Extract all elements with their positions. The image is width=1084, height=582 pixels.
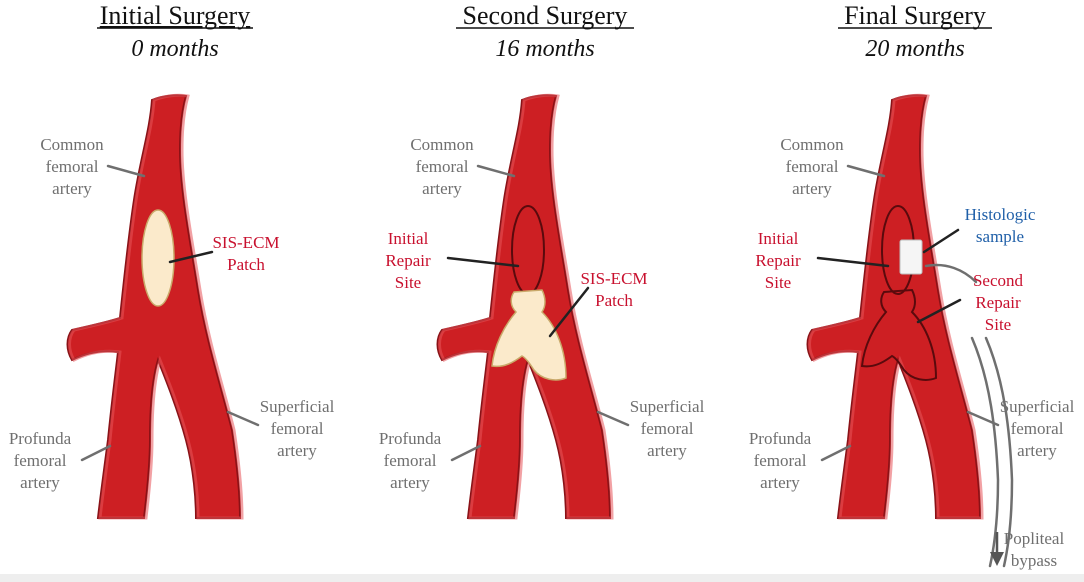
sis-ecm-patch [141, 209, 175, 307]
panel-time: 16 months [495, 36, 594, 62]
arrow-down-icon [990, 532, 1004, 566]
label-bypass: Popliteal [1004, 529, 1065, 548]
svg-text:artery: artery [647, 441, 687, 460]
svg-text:Site: Site [395, 273, 421, 292]
svg-text:femoral: femoral [786, 157, 839, 176]
label-superficial: Superficial [260, 397, 335, 416]
bottom-border [0, 574, 1084, 582]
svg-text:Repair: Repair [385, 251, 431, 270]
svg-text:femoral: femoral [384, 451, 437, 470]
svg-text:femoral: femoral [271, 419, 324, 438]
label-common: Common [410, 135, 474, 154]
second-repair-site-outline [860, 288, 938, 381]
histologic-sample-block [899, 239, 923, 275]
label-second-site: Second [973, 271, 1024, 290]
label-superficial: Superficial [1000, 397, 1075, 416]
svg-text:femoral: femoral [754, 451, 807, 470]
svg-text:artery: artery [760, 473, 800, 492]
svg-text:Patch: Patch [227, 255, 265, 274]
svg-text:femoral: femoral [416, 157, 469, 176]
panel-time: 20 months [865, 36, 964, 62]
svg-text:bypass: bypass [1011, 551, 1057, 570]
label-initial-site: Initial [388, 229, 429, 248]
svg-text:artery: artery [20, 473, 60, 492]
svg-text:femoral: femoral [1011, 419, 1064, 438]
panel-title: Second Surgery [463, 1, 628, 30]
panel-initial-surgery: Initial Surgery 0 months Common femoral … [9, 1, 335, 520]
svg-text:artery: artery [390, 473, 430, 492]
svg-text:artery: artery [1017, 441, 1057, 460]
svg-text:Repair: Repair [975, 293, 1021, 312]
sis-ecm-patch [491, 289, 567, 381]
label-patch: SIS-ECM [212, 233, 279, 252]
panel-second-surgery: Second Surgery 16 months Common femoral … [379, 1, 705, 520]
svg-text:Repair: Repair [755, 251, 801, 270]
svg-text:femoral: femoral [641, 419, 694, 438]
label-profunda: Profunda [749, 429, 812, 448]
panel-title: Initial Surgery [100, 1, 250, 30]
svg-text:femoral: femoral [14, 451, 67, 470]
svg-text:artery: artery [277, 441, 317, 460]
label-initial-site: Initial [758, 229, 799, 248]
panel-final-surgery: Final Surgery 20 months Common femoral a… [749, 1, 1075, 570]
svg-text:Patch: Patch [595, 291, 633, 310]
svg-text:artery: artery [792, 179, 832, 198]
panel-title: Final Surgery [844, 1, 986, 30]
label-histologic: Histologic [965, 205, 1036, 224]
label-common: Common [780, 135, 844, 154]
svg-text:sample: sample [976, 227, 1024, 246]
panel-time: 0 months [131, 36, 218, 62]
label-profunda: Profunda [9, 429, 72, 448]
svg-text:Site: Site [765, 273, 791, 292]
svg-text:artery: artery [422, 179, 462, 198]
svg-text:artery: artery [52, 179, 92, 198]
label-patch: SIS-ECM [580, 269, 647, 288]
svg-text:Site: Site [985, 315, 1011, 334]
label-common: Common [40, 135, 104, 154]
label-superficial: Superficial [630, 397, 705, 416]
label-profunda: Profunda [379, 429, 442, 448]
svg-text:femoral: femoral [46, 157, 99, 176]
